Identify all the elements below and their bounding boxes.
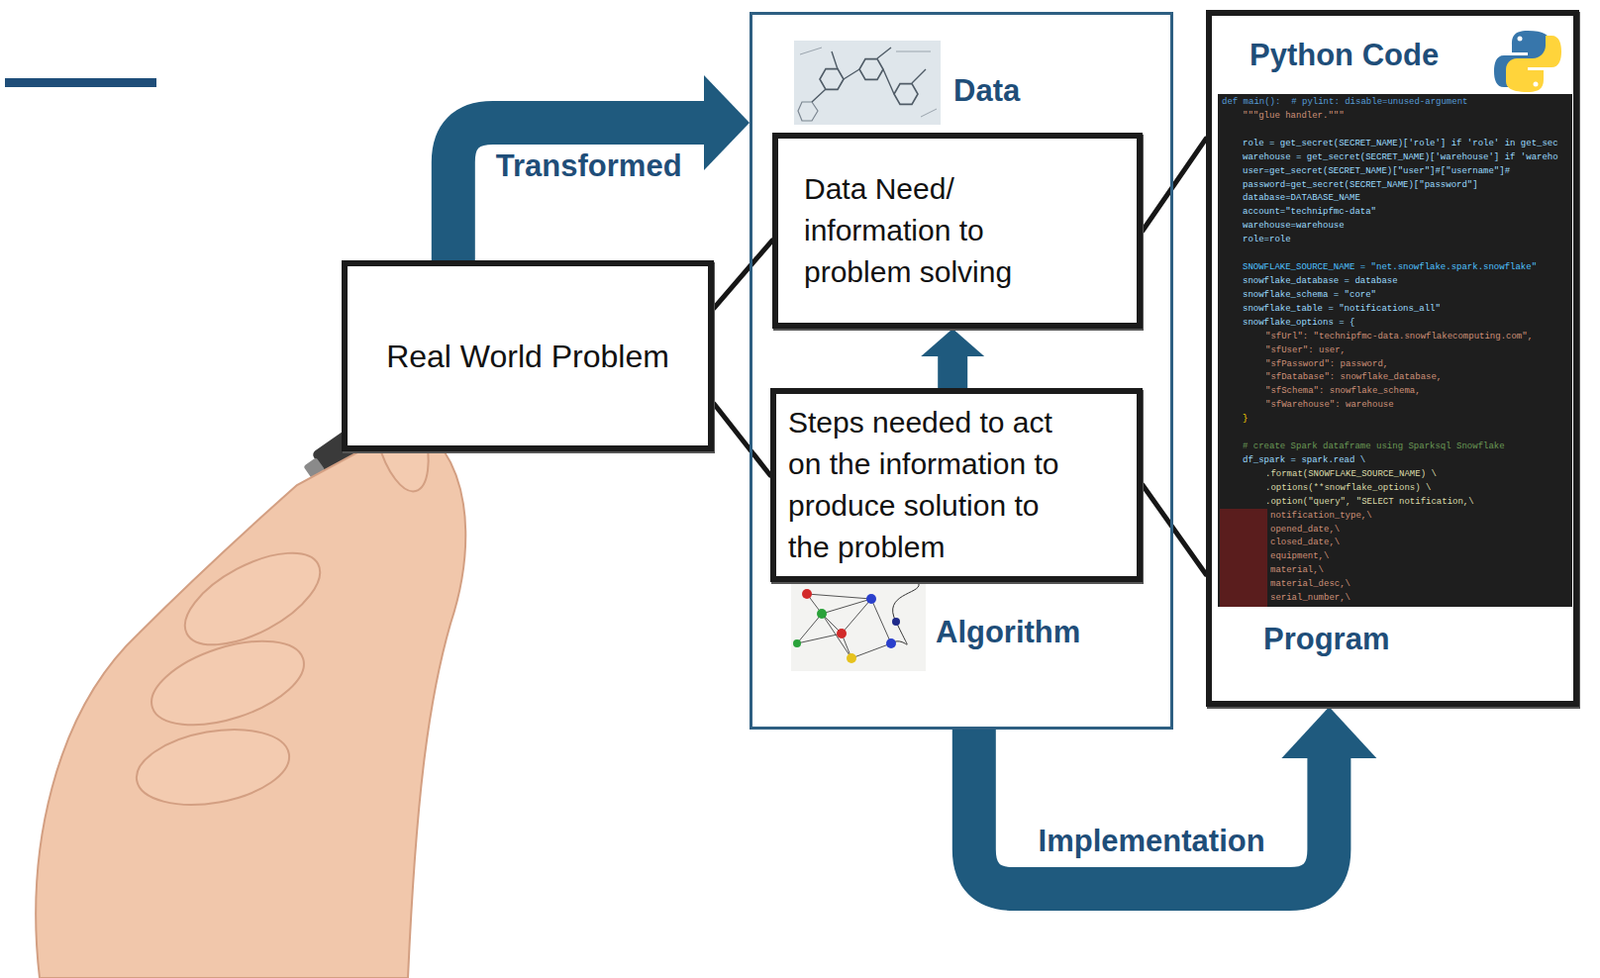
code-line: .option("query", "SELECT notification,\ [1265, 496, 1475, 509]
code-highlight [1219, 508, 1268, 607]
code-line: "sfUrl": "technipfmc-data.snowflakecompu… [1265, 330, 1533, 344]
arrow-head [703, 75, 750, 171]
code-line: snowflake_database = database [1242, 275, 1399, 289]
steps-box: Steps needed to act on the information t… [770, 388, 1143, 583]
code-line: user=get_secret(SECRET_NAME)["user"]#["u… [1242, 165, 1510, 179]
logo-eye [1533, 82, 1539, 88]
sketch-connector [713, 240, 773, 308]
code-line: .format(SNOWFLAKE_SOURCE_NAME) \ [1265, 468, 1437, 482]
arrow-head [1281, 706, 1377, 759]
ring [859, 59, 884, 81]
arrow-label: Implementation [1038, 823, 1266, 860]
arrow-band [453, 122, 705, 261]
sketch-connector [1142, 485, 1206, 575]
code-line: "sfWarehouse": warehouse [1265, 399, 1395, 412]
code-line: "sfPassword": password, [1265, 358, 1389, 372]
box-text: Steps needed to act on the information t… [788, 401, 1076, 569]
node-dot [866, 594, 877, 604]
heading-text: Python Code [1249, 37, 1439, 74]
code-line: "sfDatabase": snowflake_database, [1265, 371, 1442, 385]
wire [891, 584, 919, 645]
data-need-box: Data Need/ information to problem solvin… [772, 132, 1143, 329]
code-line: notification_type,\ [1270, 509, 1373, 523]
code-line: database=DATABASE_NAME [1242, 192, 1361, 205]
block-arrow [453, 75, 750, 261]
code-line: snowflake_table = "notifications_all" [1242, 302, 1441, 316]
sketch-line [1142, 485, 1206, 575]
arrow-head [920, 328, 985, 357]
sketch-line [713, 403, 771, 476]
bonds [811, 47, 926, 102]
code-line: role=role [1242, 233, 1292, 247]
code-line: .options(**snowflake_options) \ [1265, 482, 1431, 496]
block-arrow [974, 706, 1378, 890]
heading-text: Algorithm [935, 614, 1081, 651]
network-lines [797, 594, 892, 659]
code-line: account="technipfmc-data" [1242, 205, 1377, 219]
code-line: df_spark = spark.read \ [1242, 454, 1366, 468]
arrow-band [937, 355, 968, 389]
code-panel [1217, 94, 1573, 607]
node-dot [836, 628, 847, 639]
code-line: material,\ [1270, 564, 1324, 578]
box-text: Real World Problem [386, 335, 670, 378]
arrow-label: Transformed [496, 148, 683, 185]
code-line: warehouse=warehouse [1242, 219, 1345, 233]
palm [35, 430, 466, 978]
python-logo [1494, 30, 1562, 93]
image-ground [794, 40, 941, 125]
molecule-image [794, 40, 941, 125]
code-line: def main(): # pylint: disable=unused-arg… [1221, 96, 1468, 109]
data-algorithm-panel: DataAlgorithm Data Need/ information to p… [749, 11, 1174, 730]
ring [798, 101, 818, 121]
heading-text: Data [953, 73, 1020, 109]
code-line: role = get_secret(SECRET_NAME)['role'] i… [1242, 137, 1559, 151]
heading-text: Program [1263, 621, 1390, 658]
node-dot [793, 639, 801, 648]
bonds [800, 47, 937, 117]
finger [130, 718, 296, 816]
node-dot [816, 608, 827, 619]
block-arrow [920, 328, 985, 389]
code-line: "sfSchema": snowflake_schema, [1265, 385, 1421, 399]
code-line: "sfUser": user, [1265, 344, 1346, 358]
pin [892, 617, 900, 626]
code-line: material_desc,\ [1270, 578, 1351, 592]
node-dot [846, 653, 857, 664]
code-line: opened_date,\ [1270, 523, 1340, 537]
code-line: snowflake_schema = "core" [1242, 289, 1377, 302]
code-line: closed_date,\ [1270, 536, 1340, 550]
problem-box: Real World Problem [341, 260, 714, 452]
network-image [791, 581, 926, 672]
logo-yellow [1505, 35, 1562, 93]
finger [141, 624, 314, 742]
code-line: """glue handler.""" [1242, 109, 1345, 123]
node-dot [886, 638, 897, 649]
accent-bar [4, 78, 157, 88]
box-text: Data Need/ information to problem solvin… [803, 168, 1062, 294]
code-line: equipment,\ [1270, 550, 1329, 564]
hand-illustration [35, 374, 466, 978]
code-line: password=get_secret(SECRET_NAME)["passwo… [1242, 179, 1479, 193]
code-line: } [1242, 412, 1248, 426]
image-ground [791, 581, 926, 672]
ring [894, 84, 918, 105]
logo-eye [1517, 36, 1523, 42]
ring [819, 69, 844, 91]
code-line: # create Spark dataframe using Sparksql … [1242, 440, 1505, 454]
sketch-connector [713, 403, 771, 476]
code-line: SNOWFLAKE_SOURCE_NAME = "net.snowflake.s… [1242, 261, 1537, 275]
code-line: warehouse = get_secret(SECRET_NAME)['war… [1242, 151, 1559, 165]
sketch-line [1142, 138, 1206, 231]
node-dot [801, 589, 812, 600]
sketch-connector [1142, 138, 1206, 231]
code-line: snowflake_options = { [1242, 316, 1355, 330]
code-line: serial_number,\ [1270, 592, 1351, 605]
arrow-band [974, 729, 1330, 890]
sketch-line [713, 240, 773, 308]
